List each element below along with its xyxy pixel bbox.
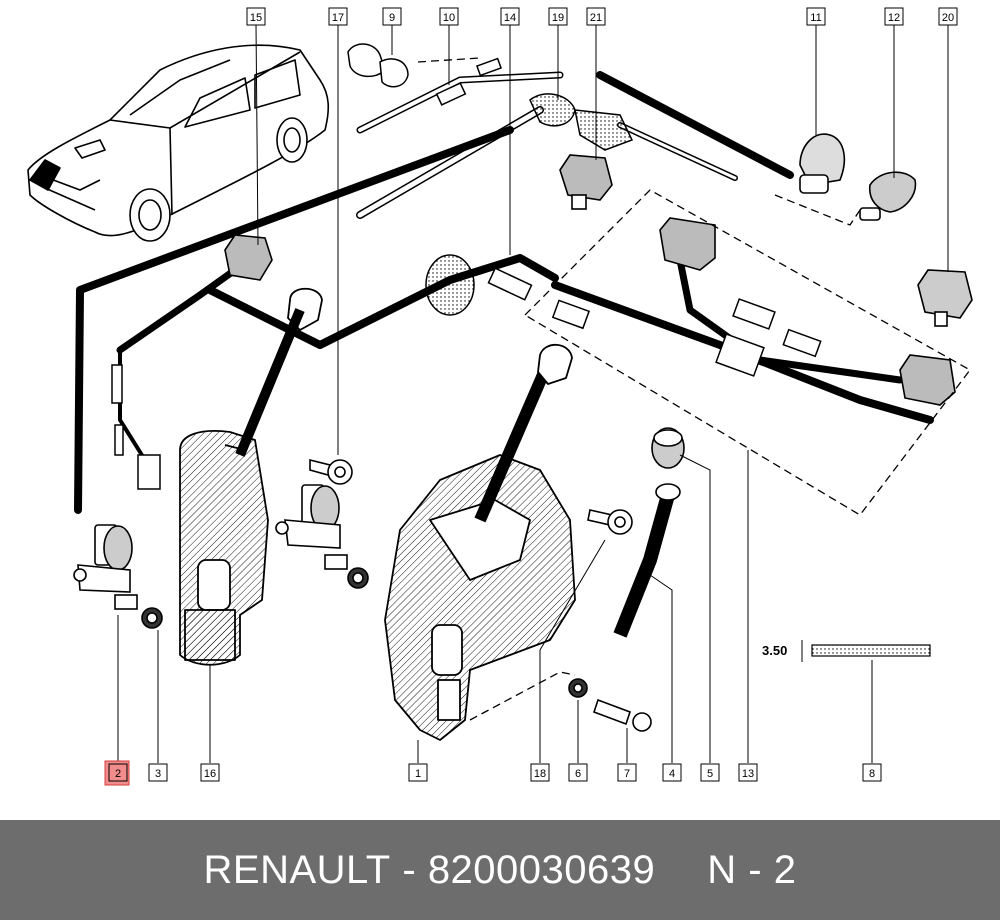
callout-9-label: 9 bbox=[389, 12, 395, 24]
grommet-5 bbox=[651, 427, 685, 469]
callout-12-label: 12 bbox=[888, 12, 900, 24]
bolt-17 bbox=[309, 458, 353, 485]
reservoir-1 bbox=[384, 343, 576, 741]
callout-20-label: 20 bbox=[942, 12, 954, 24]
callout-11-label: 11 bbox=[810, 12, 821, 24]
callout-21-label: 21 bbox=[590, 12, 602, 24]
callout-6: 6 bbox=[568, 763, 588, 782]
callout-12: 12 bbox=[884, 7, 904, 26]
callout-8: 8 bbox=[862, 763, 882, 782]
dimension-label: 3.50 bbox=[762, 643, 787, 658]
callout-4: 4 bbox=[662, 763, 682, 782]
callout-13-label: 13 bbox=[742, 768, 754, 780]
sensor-6-7 bbox=[568, 678, 652, 732]
callout-15-label: 15 bbox=[250, 12, 262, 24]
connector-21 bbox=[559, 154, 613, 210]
car-illustration bbox=[27, 44, 330, 242]
connector-20 bbox=[917, 269, 973, 327]
callout-15: 15 bbox=[246, 7, 266, 26]
callout-1-label: 1 bbox=[415, 768, 421, 780]
hose-connectors bbox=[111, 43, 822, 490]
connector-upper-mid bbox=[224, 217, 956, 406]
callout-18: 18 bbox=[530, 763, 550, 782]
callout-7: 7 bbox=[617, 763, 637, 782]
brand-name: RENAULT bbox=[203, 847, 391, 892]
callout-20: 20 bbox=[938, 7, 958, 26]
callout-17: 17 bbox=[328, 7, 348, 26]
callouts-bottom: 2 3 16 1 18 6 7 4 bbox=[104, 760, 882, 786]
pump-middle bbox=[275, 484, 369, 589]
callout-19-label: 19 bbox=[552, 12, 564, 24]
footer-separator-glyph: - bbox=[402, 847, 417, 892]
callout-9: 9 bbox=[382, 7, 402, 26]
callout-3-label: 3 bbox=[155, 768, 161, 780]
footer-separator: - bbox=[391, 848, 428, 893]
part-number: 8200030639 bbox=[427, 847, 656, 892]
callout-1: 1 bbox=[408, 763, 428, 782]
position-separator: - bbox=[737, 848, 774, 893]
pump-2 bbox=[73, 524, 163, 629]
callout-10-label: 10 bbox=[443, 12, 455, 24]
position-separator-glyph: - bbox=[748, 847, 763, 892]
hose-4 bbox=[613, 483, 681, 638]
position-number: 2 bbox=[773, 847, 797, 892]
nozzle-12 bbox=[859, 171, 917, 221]
callout-17-label: 17 bbox=[332, 12, 344, 24]
callout-7-label: 7 bbox=[624, 768, 630, 780]
callout-16-label: 16 bbox=[204, 768, 216, 780]
callout-11: 11 bbox=[806, 7, 826, 26]
callout-4-label: 4 bbox=[669, 768, 675, 780]
callout-21: 21 bbox=[586, 7, 606, 26]
callouts-top: 15 17 9 10 14 19 21 11 bbox=[246, 7, 958, 26]
parts-diagram: 3.50 15 17 bbox=[27, 7, 973, 786]
callout-16: 16 bbox=[200, 763, 220, 782]
part-info-footer: RENAULT - 8200030639 N - 2 bbox=[0, 820, 1000, 920]
callout-5: 5 bbox=[700, 763, 720, 782]
callout-14: 14 bbox=[500, 7, 520, 26]
leader-lines bbox=[117, 24, 949, 763]
callout-2-highlighted: 2 bbox=[104, 760, 130, 786]
reservoir-16 bbox=[179, 287, 323, 666]
callout-13: 13 bbox=[738, 763, 758, 782]
bolt-18 bbox=[587, 509, 633, 535]
strip-8: 3.50 bbox=[762, 640, 931, 662]
callout-18-label: 18 bbox=[534, 768, 546, 780]
callout-5-label: 5 bbox=[707, 768, 713, 780]
callout-3: 3 bbox=[148, 763, 168, 782]
callout-8-label: 8 bbox=[869, 768, 875, 780]
position-letter: N bbox=[707, 847, 737, 892]
callout-10: 10 bbox=[439, 7, 459, 26]
callout-2-label: 2 bbox=[115, 768, 121, 780]
callout-19: 19 bbox=[548, 7, 568, 26]
callout-6-label: 6 bbox=[575, 768, 581, 780]
nozzle-11 bbox=[799, 133, 846, 194]
callout-14-label: 14 bbox=[504, 12, 516, 24]
